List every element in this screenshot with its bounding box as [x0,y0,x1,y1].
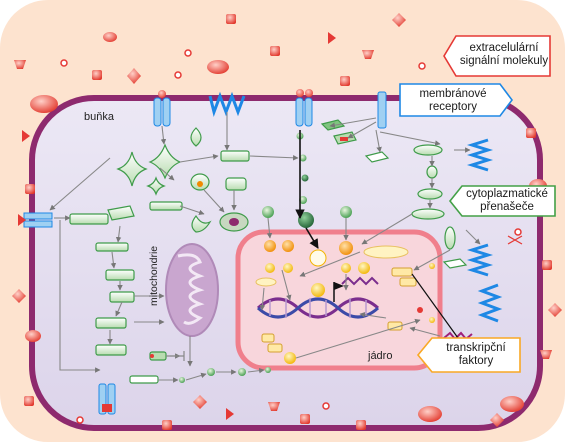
callout-transcription-line1: transkripční [446,342,506,354]
dna-helix [256,297,380,319]
extracellular-signal-molecules [12,13,562,430]
receptor-right-zigzags [466,138,503,323]
callout-extracellular-line2: signální molekuly [459,55,549,67]
callout-receptors-line2: receptory [429,101,477,113]
callout-receptors-text: membránové receptory [404,88,502,114]
cytoplasmic-carriers [69,119,468,384]
callout-carriers-line1: cytoplazmatické [466,188,548,200]
inhibition-markers [166,235,523,361]
mitochondrion [165,243,219,337]
signal-cascade-dots [179,132,352,383]
receptor-top-1 [153,90,171,127]
receptor-bottom [98,383,116,415]
callout-receptors-line1: membránové [419,88,487,100]
callout-extracellular-text: extracelulární signální molekuly [454,42,554,68]
transcription-factors [255,240,435,364]
callout-carriers-line2: přenašeče [480,201,534,213]
callout-transcription-text: transkripční faktory [430,342,522,368]
mrna-strand [341,276,379,286]
receptor-top-3 [295,89,313,127]
cell-label: buňka [84,111,114,123]
callout-transcription-line2: faktory [458,355,494,367]
mitochondria-label: mitochondrie [148,245,160,306]
receptor-top-4 [377,91,387,129]
receptor-left [18,212,53,228]
nucleus-label: jádro [368,350,393,362]
transcription-start-flag [333,282,344,302]
callout-extracellular-line1: extracelulární [469,42,539,54]
receptor-top-2-zigzag [208,91,246,118]
callout-carriers-text: cytoplazmatické přenašeče [458,188,556,214]
pathway-arrows [49,112,481,383]
